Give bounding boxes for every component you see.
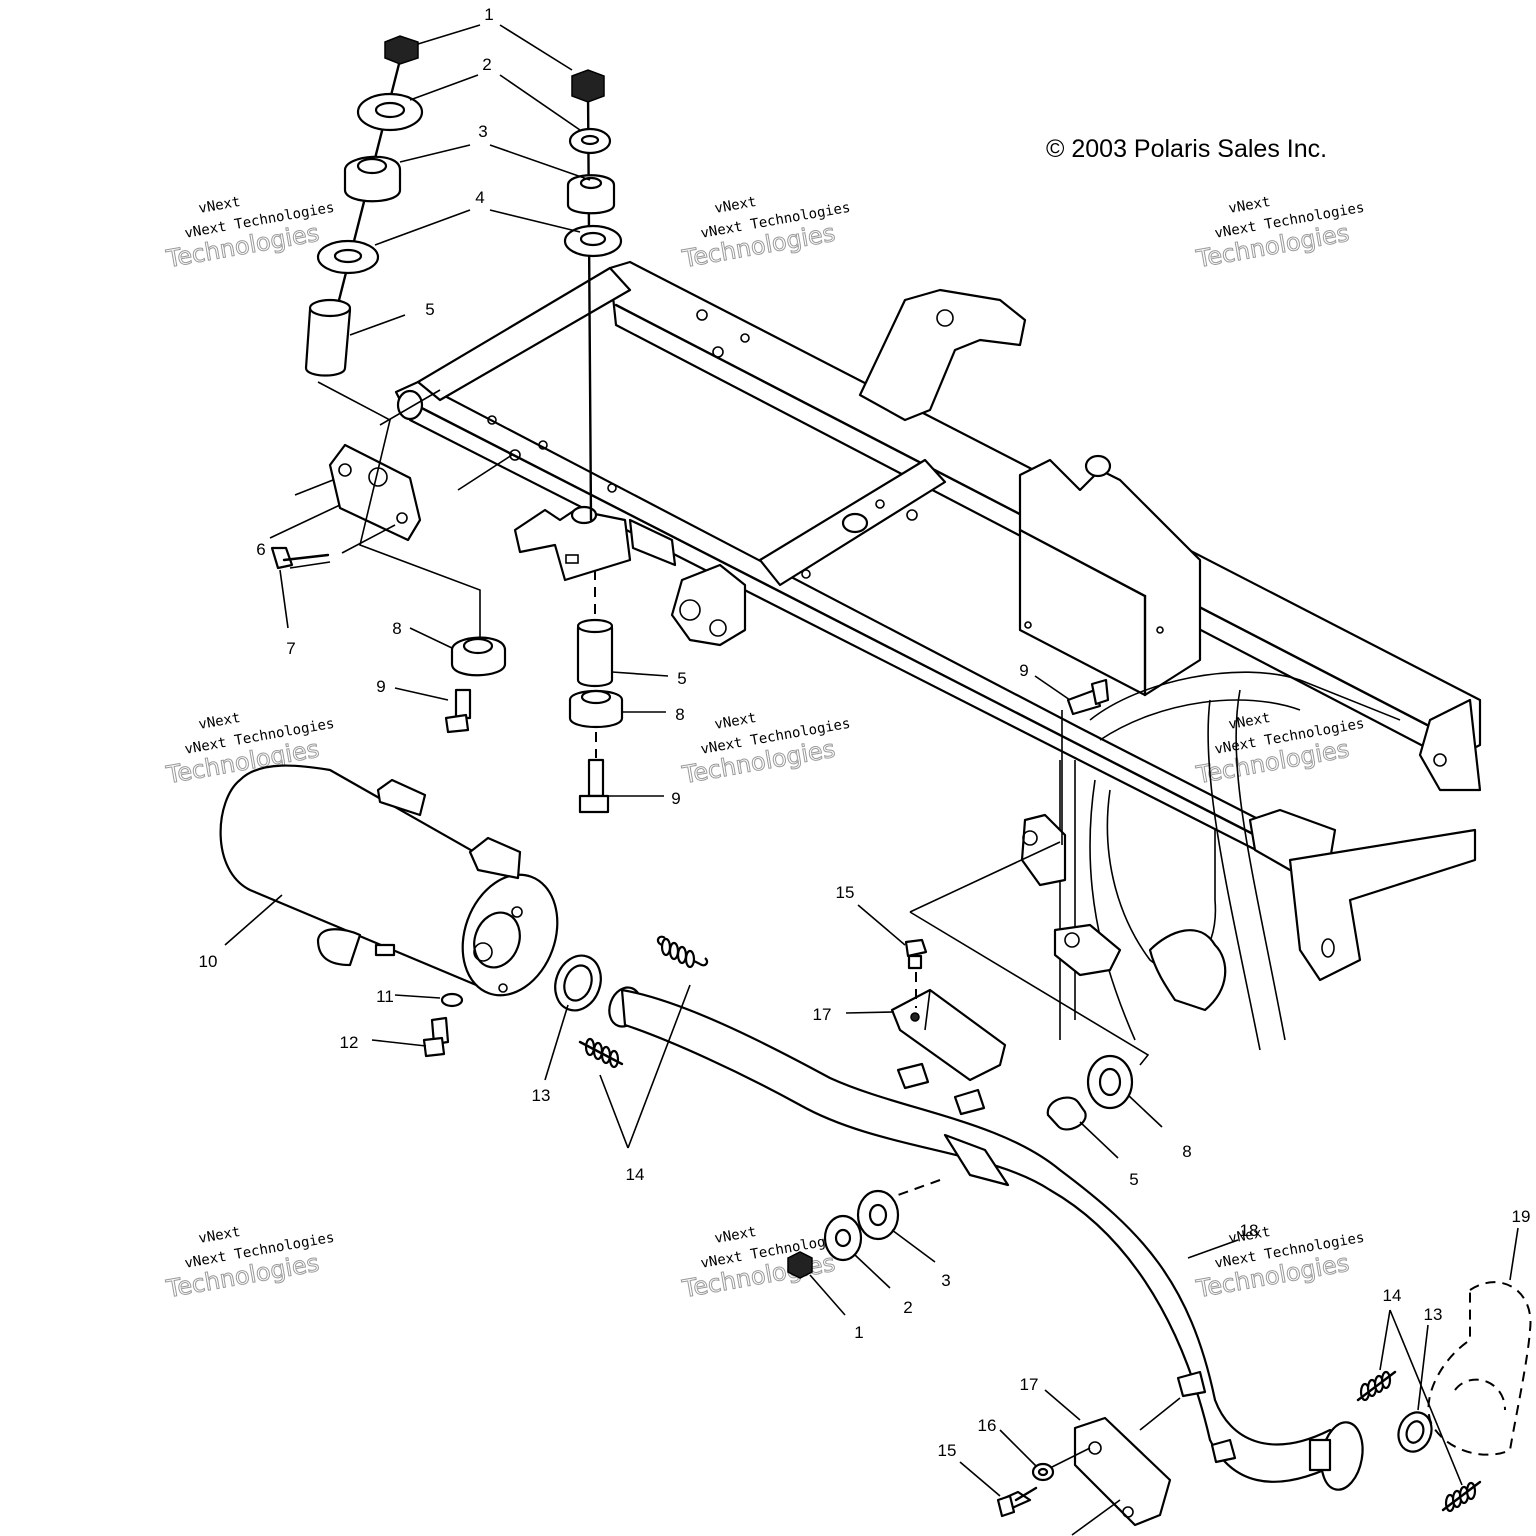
callout-8: 8 [1182,1142,1191,1161]
watermark-line1: vNext [1227,1224,1271,1247]
frame-upright-bracket [858,288,1027,422]
callout-9: 9 [376,677,385,696]
pipe-clamp-3 [1176,1370,1207,1398]
callout-5: 5 [1129,1170,1138,1189]
nut-icon [571,69,605,103]
callout-5: 5 [425,300,434,319]
pipe-mount-hardware [787,1054,1134,1279]
spring-right-lower [1441,1480,1482,1513]
lower-bracket-icon [1073,1416,1172,1527]
muffler-tab-top [376,778,427,817]
bolt-icon [270,546,294,570]
watermark-line1: vNext [713,1224,757,1247]
muffler-heel [316,928,362,967]
connector-hardware [554,935,709,1069]
pipe-bracket [943,1133,1010,1187]
callout-15: 15 [938,1441,957,1460]
watermark-8: vNext vNext Technologies Technologies [679,1224,852,1304]
callout-2: 2 [903,1298,912,1317]
pipe-sleeve-icon [1046,1096,1087,1131]
callout-1: 1 [484,5,493,24]
watermark-line1: vNext [1227,710,1271,733]
callout-17: 17 [813,1005,832,1024]
callout-4: 4 [475,188,484,207]
pipe-clamp-2 [953,1088,986,1116]
callout-19: 19 [1512,1207,1531,1226]
watermark-line1: vNext [713,710,757,733]
callout-17: 17 [1020,1375,1039,1394]
pipe-nut-icon [787,1251,813,1279]
callout-13: 13 [1424,1305,1443,1324]
watermark-line1: vNext [1227,194,1271,217]
nut-icon [384,35,419,65]
pipe-clamp-4 [1210,1438,1237,1464]
watermark-6: vNext vNext Technologies Technologies [1193,710,1366,790]
callout-labels: 1 2 3 4 5 6 7 8 9 5 8 9 9 10 11 12 13 14… [199,5,1531,1460]
lower-bolt-icon [454,688,472,720]
callout-1: 1 [854,1323,863,1342]
callout-14: 14 [626,1165,645,1184]
callout-9: 9 [671,789,680,808]
muffler-assembly [219,764,559,1058]
callout-12: 12 [340,1033,359,1052]
copyright-text: © 2003 Polaris Sales Inc. [1046,135,1327,163]
callout-2: 2 [482,55,491,74]
rear-frame-member [1288,828,1477,982]
watermark-1: vNext vNext Technologies Technologies [163,194,336,274]
watermark-line1: vNext [197,1224,241,1247]
manifold-hardware [1356,1281,1532,1513]
watermark-7: vNext vNext Technologies Technologies [163,1224,336,1304]
vehicle-frame [394,260,1482,1066]
muffler-bolt-icon [430,1016,450,1046]
watermark-9: vNext vNext Technologies Technologies [1193,1224,1366,1304]
callout-13: 13 [532,1086,551,1105]
mounting-plane-outline [909,841,1061,913]
rear-bracket-lower [1053,923,1122,977]
frame-bolt-icon [1066,688,1102,716]
frame-mount-tab [513,508,632,582]
callout-3: 3 [941,1271,950,1290]
head-pipe [608,986,1364,1491]
muffler-washer-icon [440,992,464,1008]
callout-8: 8 [392,619,401,638]
muffler-tab-right [468,836,522,880]
callout-15: 15 [836,883,855,902]
spring-upper-coils [660,937,696,969]
watermark-line1: vNext [713,194,757,217]
cylinder-ghost-outline [1427,1281,1532,1456]
left-mount-hardware [270,35,513,734]
watermark-line1: vNext [197,194,241,217]
callout-9: 9 [1019,661,1028,680]
spring-right-upper [1356,1370,1397,1402]
frame-crossmember-front [416,266,632,402]
lower-shield-bracket [996,1397,1181,1536]
shield-bolt-icon [904,938,928,958]
lower-bolt-icon [587,758,605,798]
callout-6: 6 [256,540,265,559]
watermark-5: vNext vNext Technologies Technologies [679,710,852,790]
frame-hanger-bracket [670,563,747,647]
callout-5: 5 [677,669,686,688]
callout-14: 14 [1383,1286,1402,1305]
watermark-3: vNext vNext Technologies Technologies [1193,194,1366,274]
muffler-bracket-icon [328,443,422,542]
watermark-line1: vNext [197,710,241,733]
callout-3: 3 [478,122,487,141]
callout-11: 11 [376,987,394,1006]
callout-8: 8 [675,705,684,724]
upper-shield-bracket [890,938,1007,1082]
pipe-clamp-1 [896,1062,930,1090]
callout-18: 18 [1240,1221,1259,1240]
watermark-2: vNext vNext Technologies Technologies [679,194,852,274]
callout-16: 16 [978,1416,997,1435]
rear-housing-outline [1089,671,1401,721]
callout-7: 7 [286,639,295,658]
callout-10: 10 [199,952,218,971]
leader-lines [224,24,1519,1497]
